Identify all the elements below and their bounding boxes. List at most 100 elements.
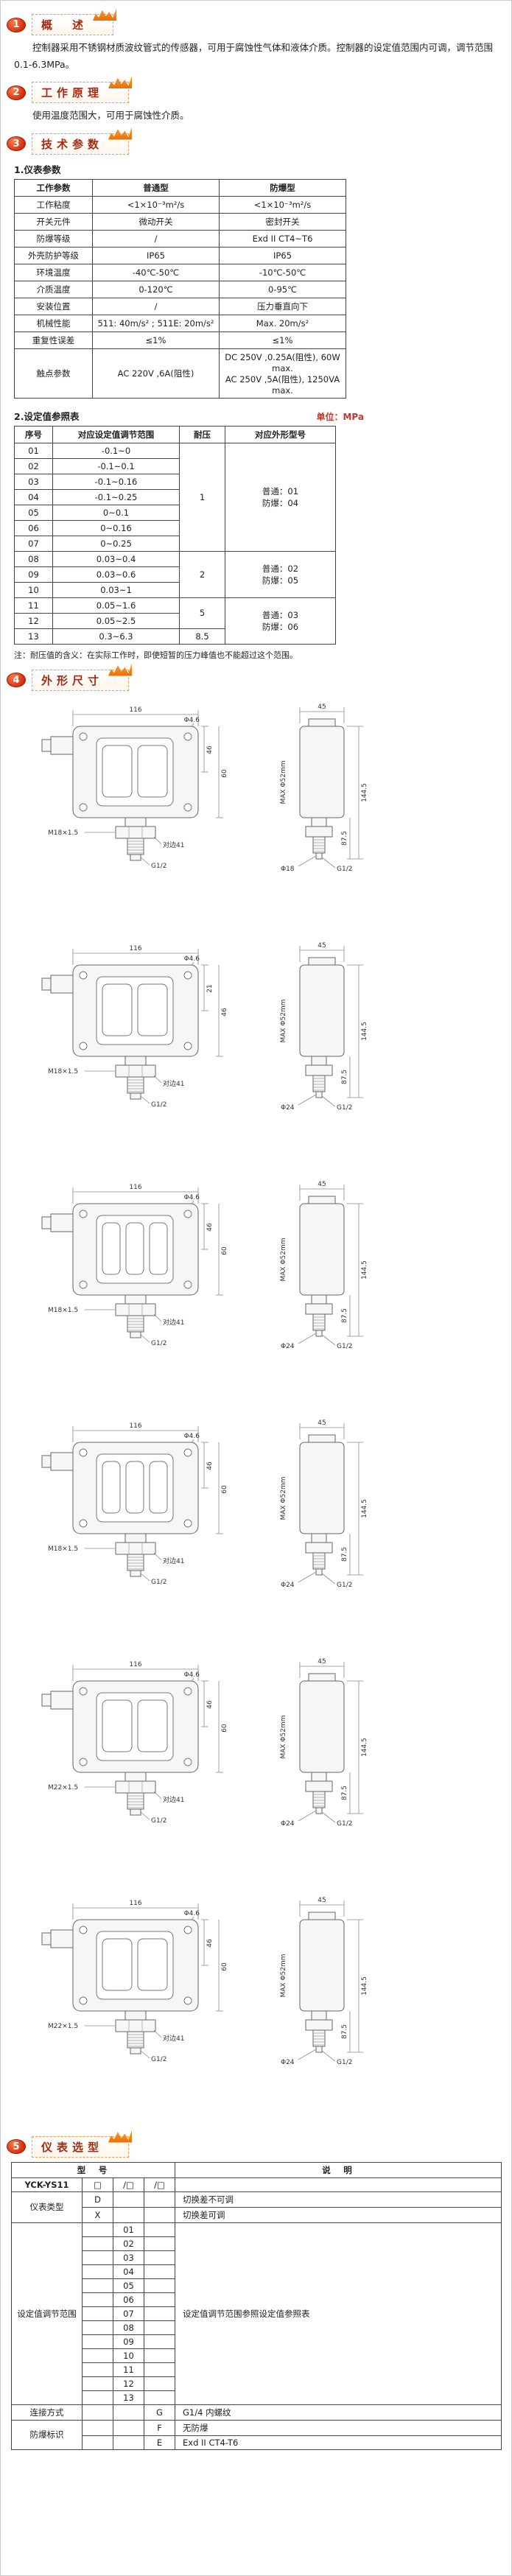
- svg-text:对边41: 对边41: [163, 840, 184, 849]
- svg-text:Φ24: Φ24: [281, 1104, 295, 1112]
- svg-text:60: 60: [221, 769, 228, 778]
- svg-text:MAX Φ52mm: MAX Φ52mm: [280, 1238, 287, 1281]
- svg-text:M18×1.5: M18×1.5: [48, 829, 78, 837]
- desc-cell: [175, 2177, 502, 2192]
- option-code: 09: [113, 2334, 144, 2349]
- section-title: 外形尺寸: [41, 673, 104, 687]
- dimension-drawing-row: 116 Φ4.6 21 46 M18×1.5 对边41 G1/2: [18, 934, 511, 1173]
- option-desc: G1/4 内螺纹: [175, 2404, 502, 2421]
- svg-text:M22×1.5: M22×1.5: [48, 2023, 78, 2030]
- empty-cell: [82, 2292, 113, 2307]
- svg-text:对边41: 对边41: [163, 1318, 184, 1327]
- setting-header-cell: 耐压: [179, 425, 225, 443]
- svg-text:116: 116: [129, 1900, 141, 1907]
- svg-text:144.5: 144.5: [361, 1976, 368, 1996]
- empty-cell: [144, 2250, 175, 2265]
- svg-text:45: 45: [318, 942, 326, 950]
- svg-text:对边41: 对边41: [163, 1795, 184, 1804]
- svg-text:144.5: 144.5: [361, 783, 368, 802]
- subsection-title-setting-values: 2.设定值参照表: [14, 410, 80, 422]
- param-value: ≤1%: [219, 331, 346, 349]
- empty-cell: [82, 2376, 113, 2391]
- svg-text:Φ18: Φ18: [281, 866, 295, 873]
- empty-cell: [144, 2390, 175, 2405]
- svg-text:G1/2: G1/2: [337, 866, 352, 873]
- empty-cell: [144, 2348, 175, 2363]
- model-ref: 普通：03 防爆：06: [225, 597, 336, 645]
- setting-row: 03-0.1~0.16: [14, 473, 336, 490]
- empty-cell: [144, 2278, 175, 2293]
- svg-text:46: 46: [206, 1700, 214, 1709]
- svg-text:G1/2: G1/2: [151, 863, 166, 870]
- param-value: /: [92, 297, 220, 315]
- pressure-value: 1: [179, 442, 225, 552]
- setting-range: 0~0.1: [52, 504, 180, 521]
- empty-cell: [144, 2376, 175, 2391]
- dimension-drawing-row: 116 Φ4.6 46 60 M22×1.5 对边41 G1/2: [18, 1650, 511, 1889]
- svg-text:M18×1.5: M18×1.5: [48, 1068, 78, 1075]
- section-header-tech-params: 3 技术参数: [7, 127, 504, 155]
- pressure-value: 5: [179, 597, 225, 629]
- side-view-drawing: 45 144.5 87.5 MAX Φ52mm G1/2 Φ24: [280, 1658, 368, 1828]
- svg-text:G1/2: G1/2: [337, 1582, 352, 1589]
- dimension-drawing-row: 116 Φ4.6 46 60 M22×1.5 对边41 G1/2: [18, 1889, 511, 2127]
- svg-text:G1/2: G1/2: [337, 1343, 352, 1350]
- selection-row: 04: [12, 2264, 502, 2279]
- empty-cell: [82, 2419, 113, 2436]
- option-code: 13: [113, 2390, 144, 2405]
- svg-text:G1/2: G1/2: [337, 1820, 352, 1828]
- svg-text:60: 60: [221, 1962, 228, 1971]
- param-row: 安装位置/压力垂直向下: [14, 297, 346, 315]
- group-desc: 设定值调节范围参照设定值参照表: [175, 2222, 502, 2405]
- param-row: 环境温度-40℃-50℃-10℃-50℃: [14, 263, 346, 281]
- param-value: 0-120℃: [92, 280, 220, 298]
- option-code: G: [144, 2404, 175, 2421]
- empty-cell: [144, 2362, 175, 2377]
- front-view-drawing: 116 Φ4.6 46 60 M18×1.5 对边41 G1/2: [41, 706, 228, 870]
- selection-row: 10: [12, 2348, 502, 2363]
- section-number-badge: 4: [7, 673, 26, 687]
- section-title: 概 述: [41, 18, 88, 32]
- option-code: 11: [113, 2362, 144, 2377]
- section-title: 技术参数: [41, 137, 104, 151]
- empty-cell: [113, 2404, 144, 2421]
- model-header-cell: 型 号: [11, 2161, 175, 2178]
- option-code: 06: [113, 2292, 144, 2307]
- svg-text:Φ24: Φ24: [281, 1820, 295, 1828]
- setting-range: -0.1~0.25: [52, 488, 180, 505]
- empty-cell: [82, 2320, 113, 2335]
- section-title-stamp: 技术参数: [32, 127, 133, 155]
- svg-text:116: 116: [129, 1422, 141, 1430]
- param-value: /: [92, 229, 220, 248]
- option-code: D: [82, 2191, 113, 2208]
- setting-no: 07: [14, 535, 53, 552]
- selection-model-row: YCK-YS11□/□/□: [11, 2177, 502, 2192]
- svg-text:MAX Φ52mm: MAX Φ52mm: [280, 760, 287, 804]
- param-value: 0-95℃: [219, 280, 346, 298]
- empty-cell: [82, 2264, 113, 2279]
- setting-range: 0.03~0.6: [52, 566, 180, 583]
- svg-text:MAX Φ52mm: MAX Φ52mm: [280, 1476, 287, 1520]
- front-view-drawing: 116 Φ4.6 46 60 M22×1.5 对边41 G1/2: [41, 1900, 228, 2063]
- setting-range: 0.03~1: [52, 581, 180, 598]
- svg-text:144.5: 144.5: [361, 1260, 368, 1280]
- setting-no: 13: [14, 628, 53, 645]
- option-code: X: [82, 2206, 113, 2223]
- param-row: 重复性误差≤1%≤1%: [14, 331, 346, 349]
- svg-text:Φ24: Φ24: [281, 1343, 295, 1350]
- unit-label: 单位：MPa: [316, 411, 364, 422]
- model-ref: 普通：02 防爆：05: [225, 550, 336, 598]
- setting-no: 12: [14, 612, 53, 629]
- param-label: 介质温度: [14, 280, 93, 298]
- section-number-badge: 1: [7, 17, 26, 32]
- svg-text:116: 116: [129, 945, 141, 952]
- section-number: 3: [13, 138, 20, 150]
- setting-header-row: 序号对应设定值调节范围耐压对应外形型号: [14, 425, 336, 443]
- svg-text:60: 60: [221, 1485, 228, 1494]
- svg-text:M18×1.5: M18×1.5: [48, 1545, 78, 1553]
